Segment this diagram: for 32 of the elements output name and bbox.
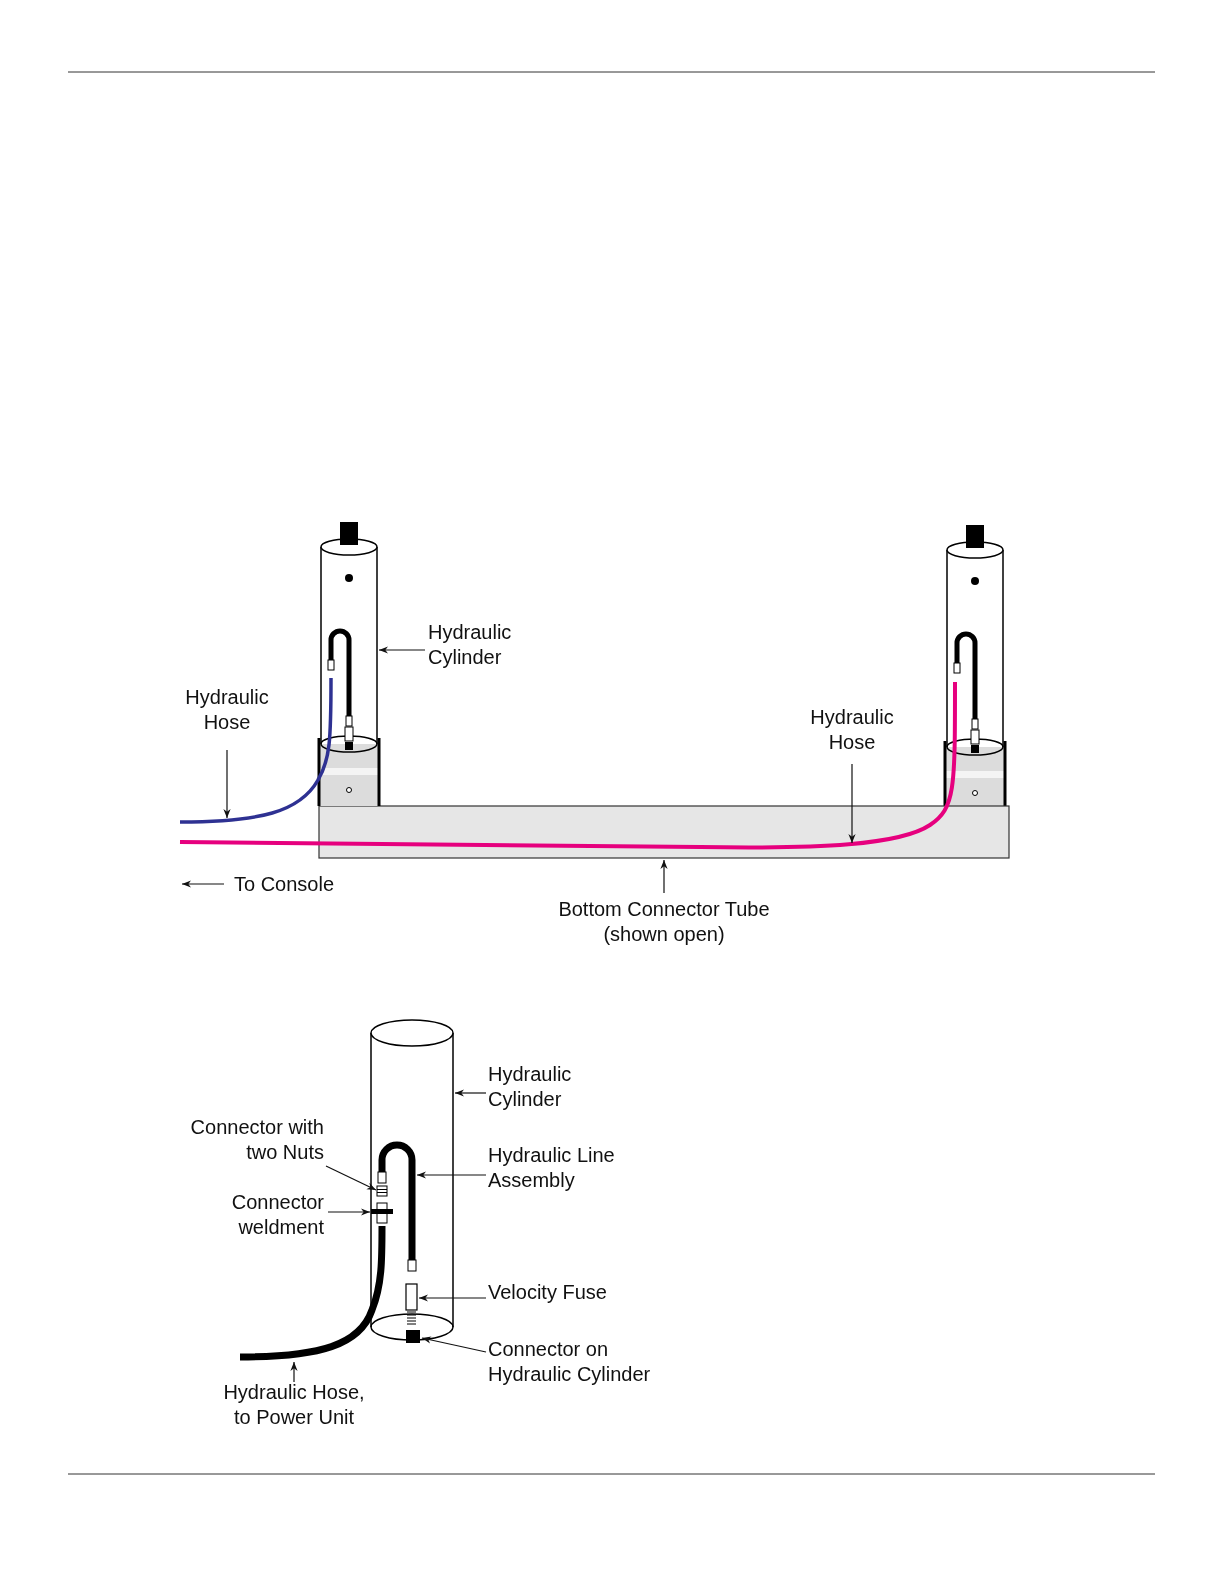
leader-line	[848, 763, 856, 844]
leader-line	[421, 1336, 487, 1353]
hydraulic-line	[376, 1141, 417, 1272]
cylinder-drawing	[317, 522, 381, 806]
leader-line	[223, 749, 231, 819]
connector-weldment	[371, 1202, 393, 1224]
part-label: Velocity Fuse	[488, 1280, 688, 1305]
leader-line	[325, 1165, 377, 1191]
part-label: Hydraulic Hose, to Power Unit	[219, 1380, 369, 1430]
hydraulic-hose	[180, 682, 957, 850]
leader-line	[290, 1361, 298, 1383]
leader-line	[416, 1171, 487, 1179]
leader-line	[660, 859, 668, 894]
leader-line	[454, 1089, 487, 1097]
leader-line	[418, 1294, 487, 1302]
part-label: Connector with two Nuts	[154, 1115, 324, 1165]
leader-line	[327, 1208, 371, 1216]
cylinder-connector	[406, 1330, 420, 1343]
part-label: Connector on Hydraulic Cylinder	[488, 1337, 673, 1387]
direction-label: To Console	[234, 872, 335, 897]
leader-line	[378, 646, 426, 654]
part-label: Bottom Connector Tube (shown open)	[534, 897, 794, 947]
nut-connector	[376, 1185, 388, 1197]
velocity-fuse	[405, 1283, 418, 1325]
part-label: Connector weldment	[164, 1190, 324, 1240]
part-label: Hydraulic Line Assembly	[488, 1143, 638, 1193]
cylinder-drawing	[370, 1019, 454, 1341]
part-label: Hydraulic Hose	[792, 705, 912, 755]
connector-tube	[318, 805, 1010, 859]
part-label: Hydraulic Hose	[167, 685, 287, 735]
part-label: Hydraulic Cylinder	[428, 620, 538, 670]
part-label: Hydraulic Cylinder	[488, 1062, 598, 1112]
